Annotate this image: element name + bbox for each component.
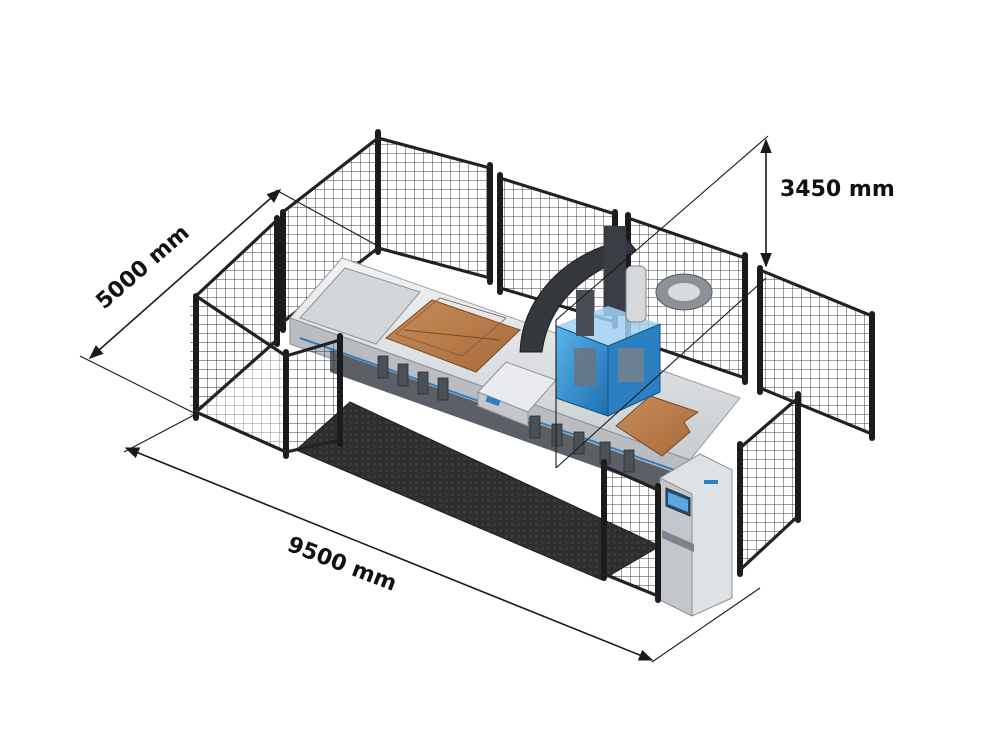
dimension-height: 3450 mm xyxy=(555,135,895,469)
width-label: 5000 mm xyxy=(92,220,195,314)
length-label: 9500 mm xyxy=(284,532,400,596)
cnc-machine-illustration xyxy=(289,226,741,617)
control-panel xyxy=(659,453,733,617)
height-label: 3450 mm xyxy=(780,177,895,202)
